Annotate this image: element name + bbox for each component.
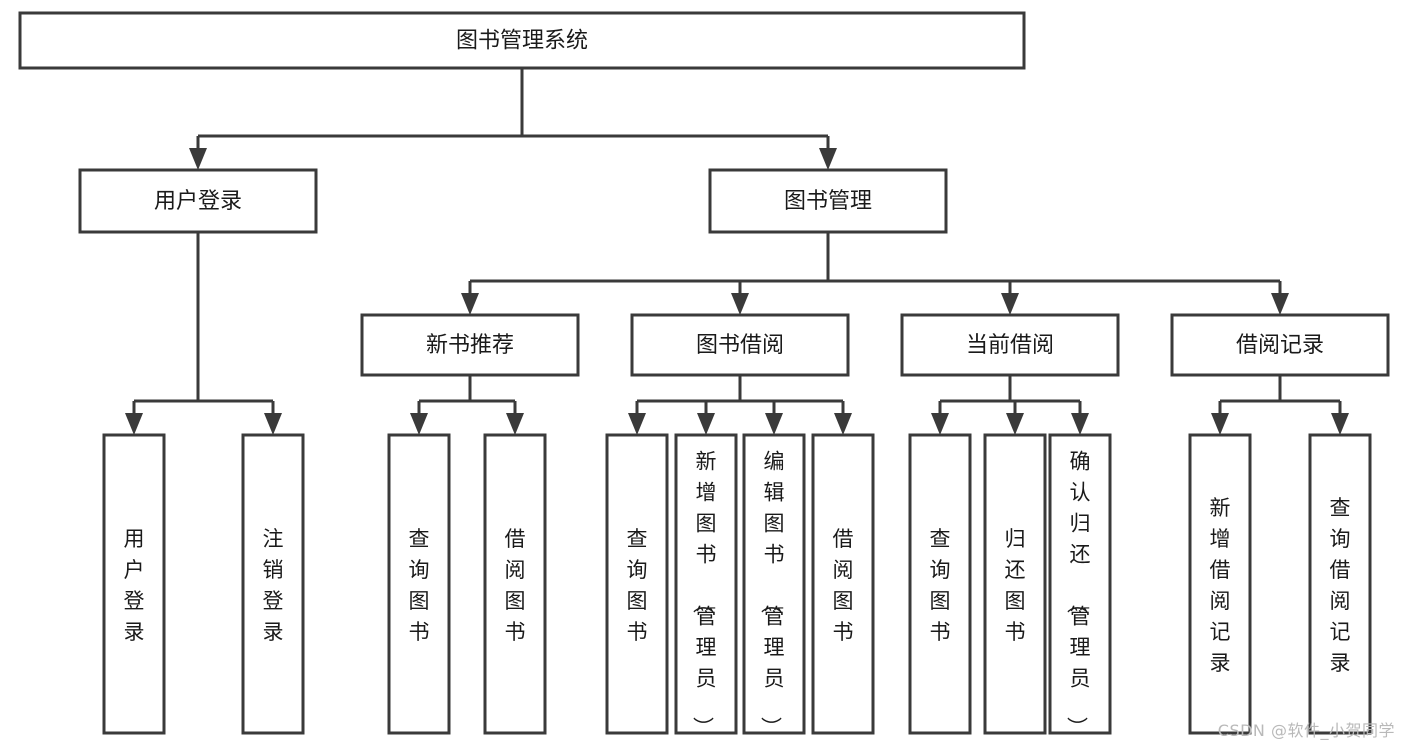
arrow-head-icon	[1001, 293, 1019, 315]
node-box-leaf_query_book_1	[387, 433, 451, 735]
arrow-head-icon	[697, 413, 715, 435]
node-label-leaf_return_book: 归还图书	[1005, 527, 1026, 644]
node-label-leaf_query_book_1: 查询图书	[409, 527, 430, 644]
node-leaf_query_record[interactable]: 查询借阅记录	[1308, 433, 1372, 735]
node-leaf_return_book[interactable]: 归还图书	[983, 433, 1047, 735]
node-label-book_manage: 图书管理	[784, 189, 872, 214]
node-leaf_add_record[interactable]: 新增借阅记录	[1188, 433, 1252, 735]
arrow-head-icon	[1211, 413, 1229, 435]
node-leaf_logout[interactable]: 注销登录	[241, 433, 305, 735]
connector-group-root	[189, 68, 837, 170]
connector-group-user_login	[125, 232, 282, 435]
connector-group-current_borrow	[931, 375, 1089, 435]
node-user_login[interactable]: 用户登录	[78, 168, 318, 234]
node-root[interactable]: 图书管理系统	[18, 11, 1026, 70]
node-leaf_borrow_book_1[interactable]: 借阅图书	[483, 433, 547, 735]
node-box-leaf_query_book_3	[908, 433, 972, 735]
node-leaf_query_book_1[interactable]: 查询图书	[387, 433, 451, 735]
node-box-leaf_borrow_book_1	[483, 433, 547, 735]
node-box-root	[18, 11, 1026, 70]
node-label-current_borrow: 当前借阅	[966, 333, 1054, 358]
node-label-leaf_borrow_book_2: 借阅图书	[833, 527, 854, 644]
node-label-leaf_query_record: 查询借阅记录	[1330, 496, 1351, 675]
arrow-head-icon	[628, 413, 646, 435]
arrow-head-icon	[410, 413, 428, 435]
arrow-head-icon	[264, 413, 282, 435]
node-label-leaf_user_login: 用户登录	[124, 527, 145, 644]
node-leaf_borrow_book_2[interactable]: 借阅图书	[811, 433, 875, 735]
arrow-head-icon	[125, 413, 143, 435]
node-box-leaf_borrow_book_2	[811, 433, 875, 735]
node-box-leaf_add_record	[1188, 433, 1252, 735]
node-box-leaf_query_book_2	[605, 433, 669, 735]
node-box-leaf_logout	[241, 433, 305, 735]
node-label-leaf_borrow_book_1: 借阅图书	[505, 527, 526, 644]
node-box-book_borrow	[630, 313, 850, 377]
connector-group-book_borrow	[628, 375, 852, 435]
arrow-head-icon	[834, 413, 852, 435]
node-box-leaf_query_record	[1308, 433, 1372, 735]
node-layer: 图书管理系统用户登录图书管理新书推荐图书借阅当前借阅借阅记录用户登录注销登录查询…	[18, 11, 1390, 738]
arrow-head-icon	[819, 148, 837, 170]
node-box-leaf_return_book	[983, 433, 1047, 735]
csdn-watermark: CSDN @软件_小贺同学	[1217, 721, 1395, 740]
node-label-book_borrow: 图书借阅	[696, 333, 784, 358]
node-label-leaf_logout: 注销登录	[263, 527, 284, 644]
node-leaf_confirm_return[interactable]: 确认归还（管理员）	[1048, 433, 1112, 738]
node-leaf_edit_book[interactable]: 编辑图书（管理员）	[742, 433, 806, 738]
node-label-new_book_rec: 新书推荐	[426, 333, 514, 358]
node-label-leaf_query_book_2: 查询图书	[627, 527, 648, 644]
node-label-root: 图书管理系统	[456, 29, 588, 54]
node-label-leaf_confirm_return: 确认归还（管理员）	[1065, 450, 1091, 738]
node-label-leaf_add_book: 新增图书（管理员）	[691, 450, 717, 738]
connector-group-book_manage	[461, 232, 1289, 315]
arrow-head-icon	[765, 413, 783, 435]
node-leaf_query_book_2[interactable]: 查询图书	[605, 433, 669, 735]
node-box-leaf_user_login	[102, 433, 166, 735]
node-box-leaf_confirm_return	[1048, 433, 1112, 735]
node-leaf_query_book_3[interactable]: 查询图书	[908, 433, 972, 735]
node-box-borrow_record	[1170, 313, 1390, 377]
connector-group-borrow_record	[1211, 375, 1349, 435]
node-leaf_user_login[interactable]: 用户登录	[102, 433, 166, 735]
node-current_borrow[interactable]: 当前借阅	[900, 313, 1120, 377]
node-label-leaf_query_book_3: 查询图书	[930, 527, 951, 644]
node-label-borrow_record: 借阅记录	[1236, 333, 1324, 358]
node-book_manage[interactable]: 图书管理	[708, 168, 948, 234]
node-book_borrow[interactable]: 图书借阅	[630, 313, 850, 377]
node-borrow_record[interactable]: 借阅记录	[1170, 313, 1390, 377]
node-box-leaf_edit_book	[742, 433, 806, 735]
connector-layer	[125, 68, 1349, 435]
arrow-head-icon	[1006, 413, 1024, 435]
node-label-user_login: 用户登录	[154, 189, 242, 214]
node-label-leaf_add_record: 新增借阅记录	[1210, 496, 1231, 675]
arrow-head-icon	[1331, 413, 1349, 435]
node-box-current_borrow	[900, 313, 1120, 377]
node-leaf_add_book[interactable]: 新增图书（管理员）	[674, 433, 738, 738]
arrow-head-icon	[731, 293, 749, 315]
connector-group-new_book_rec	[410, 375, 524, 435]
node-label-leaf_edit_book: 编辑图书（管理员）	[759, 450, 785, 738]
arrow-head-icon	[1071, 413, 1089, 435]
arrow-head-icon	[931, 413, 949, 435]
arrow-head-icon	[506, 413, 524, 435]
arrow-head-icon	[189, 148, 207, 170]
node-box-new_book_rec	[360, 313, 580, 377]
arrow-head-icon	[461, 293, 479, 315]
arrow-head-icon	[1271, 293, 1289, 315]
node-new_book_rec[interactable]: 新书推荐	[360, 313, 580, 377]
node-box-book_manage	[708, 168, 948, 234]
node-box-leaf_add_book	[674, 433, 738, 735]
node-box-user_login	[78, 168, 318, 234]
